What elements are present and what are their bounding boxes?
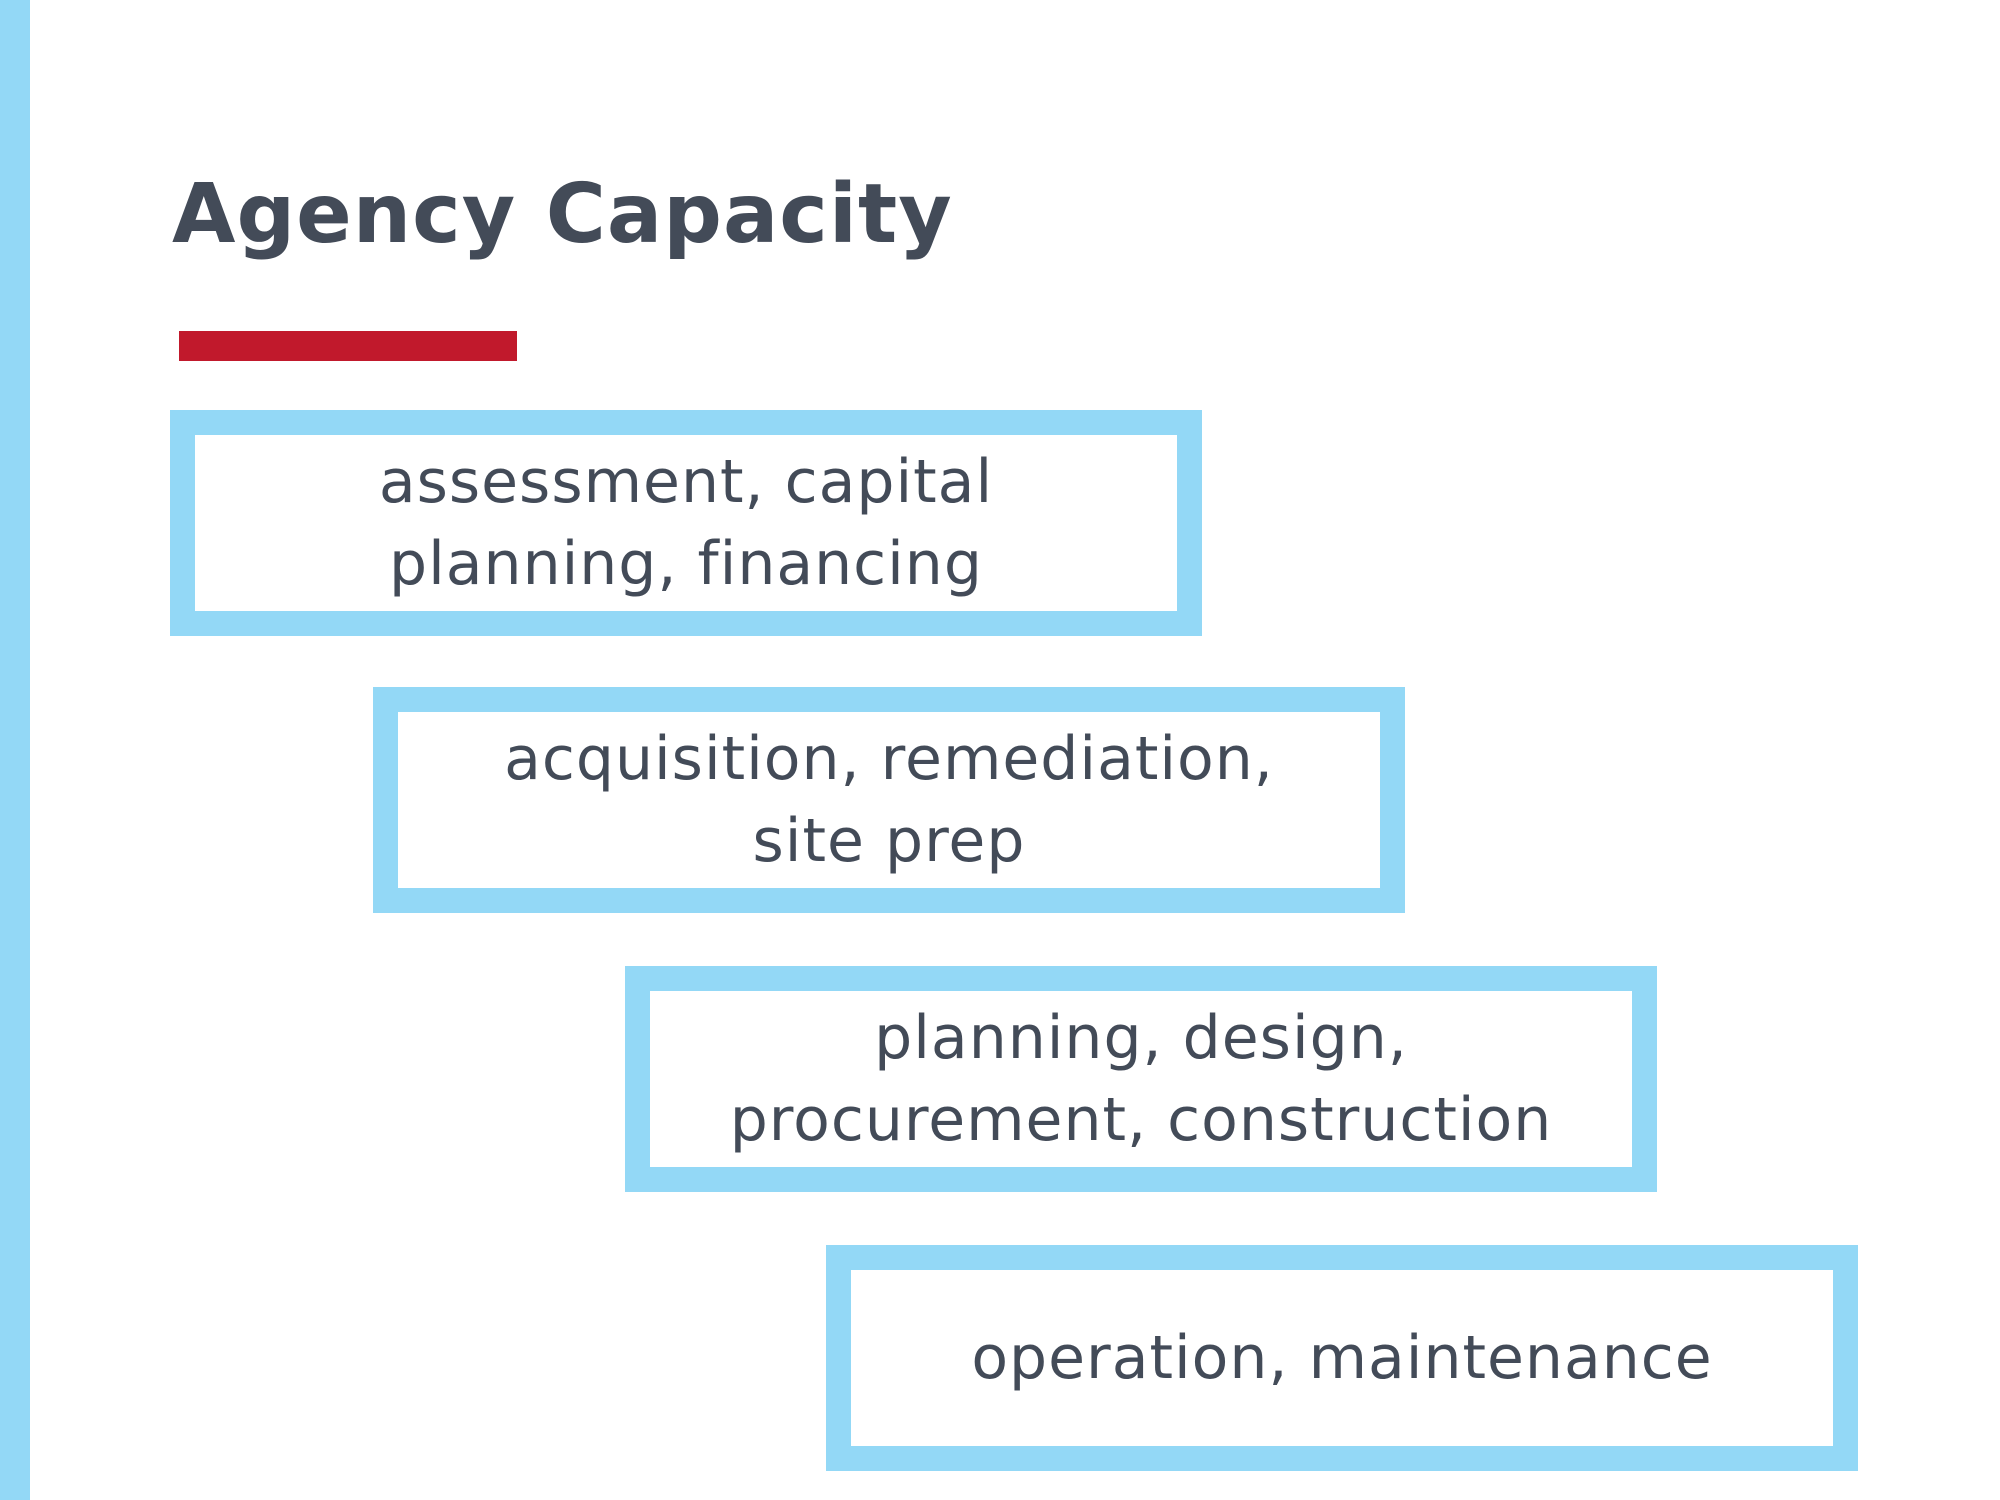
step-label: acquisition, remediation, site prep — [504, 724, 1274, 876]
step-box-acquisition: acquisition, remediation, site prep — [373, 687, 1405, 913]
step-box-assessment: assessment, capital planning, financing — [170, 410, 1202, 636]
step-label: planning, design, procurement, construct… — [729, 1003, 1553, 1155]
title-underline-rule — [179, 331, 517, 361]
slide-title: Agency Capacity — [172, 167, 953, 262]
step-box-operation: operation, maintenance — [826, 1245, 1858, 1471]
step-box-planning: planning, design, procurement, construct… — [625, 966, 1657, 1192]
step-label: operation, maintenance — [971, 1323, 1713, 1393]
left-accent-bar — [0, 0, 30, 1500]
step-label: assessment, capital planning, financing — [378, 447, 994, 599]
